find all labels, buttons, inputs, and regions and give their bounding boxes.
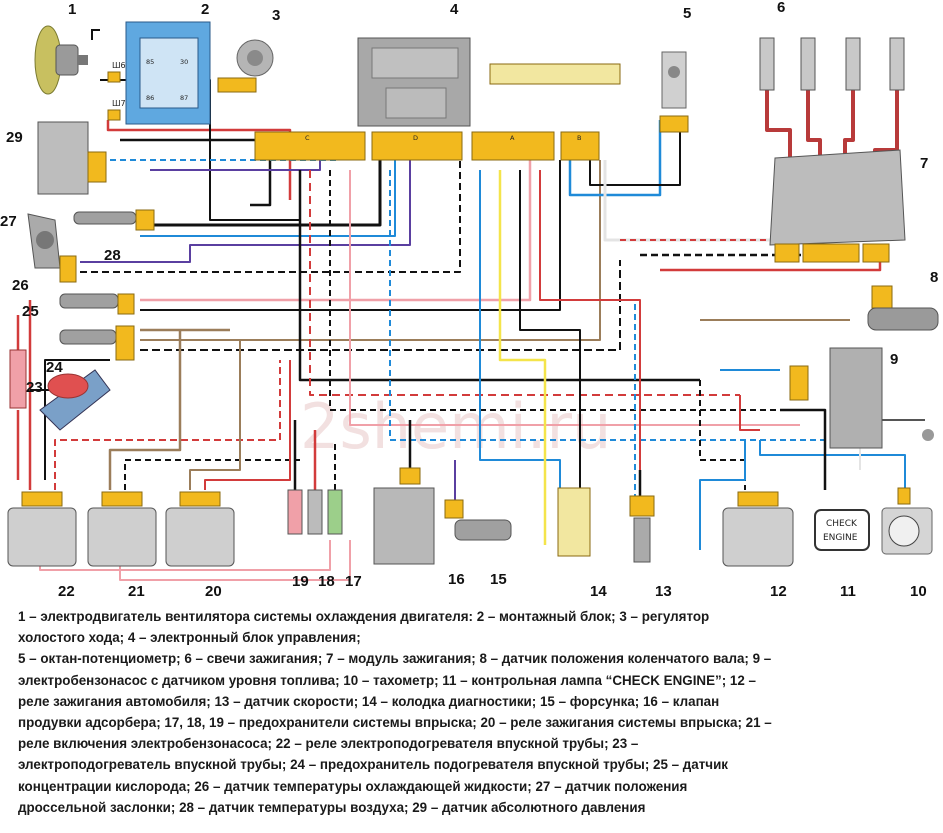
intake-heater (39, 369, 111, 431)
vehicle-ignition-relay (722, 491, 794, 567)
callout-26: 26 (12, 277, 29, 294)
injection-ignition-relay (165, 491, 235, 567)
injector (444, 499, 512, 541)
callout-8: 8 (930, 269, 938, 286)
callout-13: 13 (655, 583, 672, 600)
speed-sensor (629, 495, 655, 563)
callouts: 1 2 3 4 5 6 7 8 9 10 11 12 13 14 15 16 1… (0, 0, 938, 600)
callout-7: 7 (920, 155, 928, 172)
throttle-position-sensor (27, 213, 77, 283)
callout-17: 17 (345, 573, 362, 590)
callout-19: 19 (292, 573, 309, 590)
relay-pin-85: 85 (146, 58, 154, 66)
caption-line: продувки адсорбера; 17, 18, 19 – предохр… (18, 715, 772, 731)
conn-c-label: C (305, 134, 310, 142)
callout-14: 14 (590, 583, 607, 600)
caption-line: электробензонасос с датчиком уровня топл… (18, 672, 756, 688)
fan-connector (107, 71, 121, 83)
relay-pin-87: 87 (180, 94, 188, 102)
callout-18: 18 (318, 573, 335, 590)
callout-5: 5 (683, 5, 691, 22)
callout-2: 2 (201, 1, 209, 18)
coolant-temp-sensor (59, 293, 135, 315)
ecu (357, 37, 621, 127)
callout-24: 24 (46, 359, 63, 376)
injection-fuses (287, 489, 343, 535)
fan-motor (34, 25, 100, 95)
sh7-label: Ш7 (112, 99, 126, 108)
callout-16: 16 (448, 571, 465, 588)
mounting-block: 85 30 86 87 (125, 21, 211, 125)
callout-1: 1 (68, 1, 76, 18)
callout-9: 9 (890, 351, 898, 368)
conn-a-label: A (510, 134, 515, 142)
callout-10: 10 (910, 583, 927, 600)
oxygen-sensor (59, 325, 135, 361)
callout-27: 27 (0, 213, 17, 230)
callout-28: 28 (104, 247, 121, 264)
callout-11: 11 (840, 583, 856, 600)
wires (16, 79, 906, 581)
relay-pin-30: 30 (180, 58, 188, 66)
caption-line: дроссельной заслонки; 28 – датчик темпер… (18, 799, 646, 815)
ignition-module (769, 149, 906, 263)
fuel-pump (789, 347, 934, 449)
caption-line: реле зажигания автомобиля; 13 – датчик с… (18, 693, 720, 709)
callout-4: 4 (450, 1, 459, 18)
callout-6: 6 (777, 0, 785, 16)
ecu-connector-c: C (254, 131, 366, 161)
callout-12: 12 (770, 583, 787, 600)
callout-29: 29 (6, 129, 23, 146)
heater-fuse (9, 349, 27, 409)
callout-23: 23 (26, 379, 43, 396)
callout-22: 22 (58, 583, 75, 600)
diagnostic-connector (557, 487, 591, 557)
ecu-connector-d: D (371, 131, 463, 161)
ecu-connector-b: B (560, 131, 600, 161)
purge-valve (373, 467, 435, 565)
caption-line: холостого хода; 4 – электронный блок упр… (18, 630, 361, 646)
relay-pin-86: 86 (146, 94, 154, 102)
callout-21: 21 (128, 583, 145, 600)
air-temp-sensor (73, 209, 155, 231)
legend-caption: 1 – электродвигатель вентилятора системы… (18, 606, 933, 818)
fuel-pump-relay (87, 491, 157, 567)
check-engine-lamp: CHECK ENGINE (814, 509, 870, 551)
mount-connector-sh7 (107, 109, 121, 121)
octane-potentiometer (659, 51, 689, 133)
intake-heater-relay (7, 491, 77, 567)
caption-line: концентрации кислорода; 26 – датчик темп… (18, 778, 688, 794)
check-engine-text-1: CHECK (826, 519, 858, 529)
map-sensor (37, 121, 107, 195)
caption-line: 1 – электродвигатель вентилятора системы… (18, 609, 710, 624)
conn-d-label: D (413, 134, 418, 142)
watermark-text: 2shemi.ru (300, 390, 611, 463)
caption-line: электроподогреватель впускной трубы; 24 … (18, 757, 729, 773)
check-engine-text-2: ENGINE (823, 533, 858, 543)
sh6-label: Ш6 (112, 61, 126, 70)
caption-line: реле включения электробензонасоса; 22 – … (18, 736, 639, 752)
wiring-diagram: 2shemi.ru (0, 0, 939, 600)
ecu-connector-a: A (471, 131, 555, 161)
callout-25: 25 (22, 303, 39, 320)
callout-3: 3 (272, 7, 280, 24)
caption-line: 5 – октан-потенциометр; 6 – свечи зажига… (18, 651, 772, 667)
spark-plugs (759, 37, 905, 91)
callout-20: 20 (205, 583, 222, 600)
conn-b-label: B (577, 134, 581, 142)
tachometer (881, 487, 933, 555)
callout-15: 15 (490, 571, 507, 588)
idle-regulator (217, 39, 274, 93)
crankshaft-sensor (867, 285, 939, 331)
